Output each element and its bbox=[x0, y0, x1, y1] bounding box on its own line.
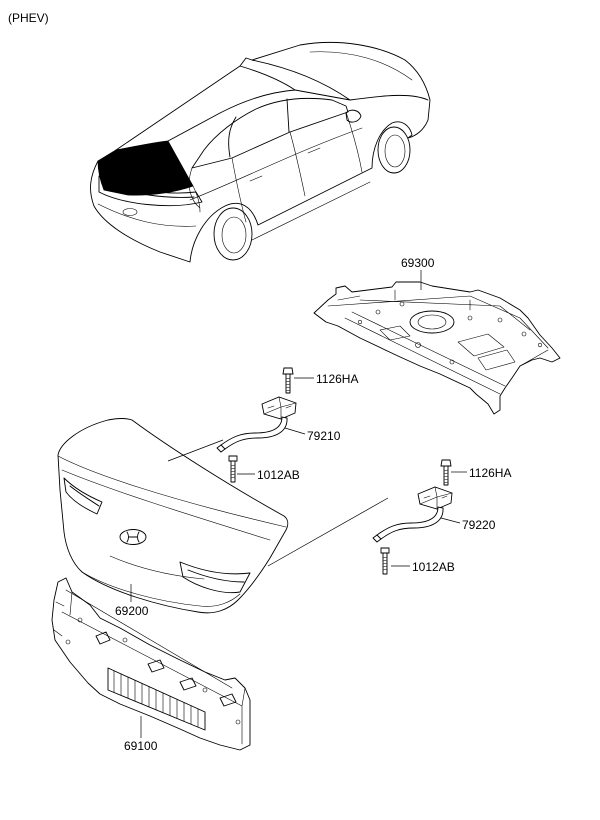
panel-hole bbox=[235, 719, 241, 725]
panel-hole bbox=[77, 617, 83, 623]
trunk-lid-emblem bbox=[119, 529, 147, 545]
bolt-head bbox=[440, 459, 452, 467]
taillight-left bbox=[63, 477, 103, 515]
bolt-1012ab-right bbox=[380, 547, 390, 575]
hinge-arm-left bbox=[220, 416, 288, 450]
leader-79210 bbox=[284, 427, 306, 435]
screw-threads bbox=[382, 556, 388, 571]
trunk-hinge-right bbox=[372, 486, 453, 543]
vehicle-taillights bbox=[98, 175, 203, 207]
rear-window bbox=[97, 140, 194, 196]
back-panel-recess bbox=[107, 667, 206, 731]
screw-head bbox=[228, 455, 238, 462]
rear-wheel bbox=[213, 207, 253, 261]
rear-package-tray bbox=[313, 281, 561, 415]
vehicle-illustration bbox=[90, 41, 431, 263]
bolt-1126ha-left bbox=[282, 367, 294, 394]
tray-hole bbox=[537, 342, 543, 348]
callout-79220: 79220 bbox=[462, 518, 496, 532]
trunk-lid-creases bbox=[57, 455, 287, 607]
package-tray-speaker-inner bbox=[417, 314, 447, 330]
lid-to-hinge-right-line bbox=[267, 497, 389, 567]
back-panel-outline bbox=[51, 577, 251, 751]
callout-1126ha-left: 1126HA bbox=[316, 372, 358, 386]
tray-hole bbox=[467, 315, 473, 321]
package-tray-openings bbox=[379, 325, 516, 371]
bolt-shaft bbox=[285, 373, 291, 394]
tray-hole bbox=[449, 359, 455, 365]
lid-to-hinge-left-line bbox=[167, 439, 224, 462]
hinge-arm-right bbox=[376, 506, 444, 540]
bolt-threads bbox=[443, 469, 449, 484]
tray-hole bbox=[399, 301, 405, 307]
screw-threads bbox=[230, 464, 236, 479]
bolt-1126ha-right bbox=[440, 459, 452, 486]
package-tray-speaker-opening bbox=[409, 310, 455, 334]
tray-hole bbox=[521, 331, 527, 337]
side-mirror bbox=[345, 109, 362, 123]
callout-69100: 69100 bbox=[124, 739, 158, 753]
back-panel-recess-hatch bbox=[113, 670, 199, 728]
screw-shaft bbox=[382, 552, 388, 575]
package-tray-outline bbox=[313, 281, 561, 415]
hinge-bracket-left-details bbox=[263, 396, 297, 420]
callout-1012ab-left: 1012AB bbox=[257, 468, 300, 482]
callout-69300: 69300 bbox=[401, 256, 435, 270]
hinge-arm-right-end bbox=[372, 534, 382, 543]
brand-emblem-icon bbox=[126, 531, 140, 543]
bolt-threads bbox=[285, 377, 291, 392]
package-tray-holes bbox=[357, 301, 543, 365]
tray-hole bbox=[375, 309, 381, 315]
bolt-shaft bbox=[443, 465, 449, 486]
vehicle-body-outline bbox=[90, 41, 431, 263]
hinge-bracket-right-details bbox=[419, 486, 453, 510]
vehicle-body-lines bbox=[97, 51, 413, 241]
panel-hole bbox=[65, 639, 71, 645]
trunk-hinge-left bbox=[216, 396, 297, 453]
front-wheel bbox=[377, 126, 411, 174]
screw-head bbox=[380, 547, 390, 554]
screw-shaft bbox=[230, 460, 236, 483]
rear-emblem-icon bbox=[122, 208, 138, 216]
callout-1126ha-right: 1126HA bbox=[469, 466, 511, 480]
tray-hole bbox=[357, 319, 363, 325]
side-windows bbox=[191, 98, 349, 169]
callout-69200: 69200 bbox=[115, 604, 149, 618]
bolt-1012ab-left bbox=[228, 455, 238, 483]
callout-1012ab-right: 1012AB bbox=[412, 560, 455, 574]
panel-hole bbox=[202, 687, 208, 693]
taillight-right bbox=[179, 561, 251, 594]
tray-hole bbox=[415, 342, 421, 348]
bolt-head bbox=[282, 367, 294, 375]
back-panel-holes bbox=[65, 617, 241, 725]
hinge-arm-left-end bbox=[216, 444, 226, 453]
trunk-lid bbox=[57, 418, 289, 614]
callout-79210: 79210 bbox=[307, 429, 341, 443]
leader-79220 bbox=[440, 517, 461, 524]
panel-hole bbox=[122, 637, 128, 643]
front-wheel-rim bbox=[384, 134, 406, 168]
back-panel-brackets bbox=[95, 631, 237, 707]
rear-wheel-rim bbox=[221, 216, 247, 254]
back-panel-flanges bbox=[53, 589, 246, 745]
variant-label: (PHEV) bbox=[8, 11, 49, 25]
package-tray-ribs bbox=[313, 289, 549, 395]
back-panel bbox=[51, 577, 251, 751]
tray-hole bbox=[497, 317, 503, 323]
trunk-lid-outline bbox=[57, 418, 289, 614]
